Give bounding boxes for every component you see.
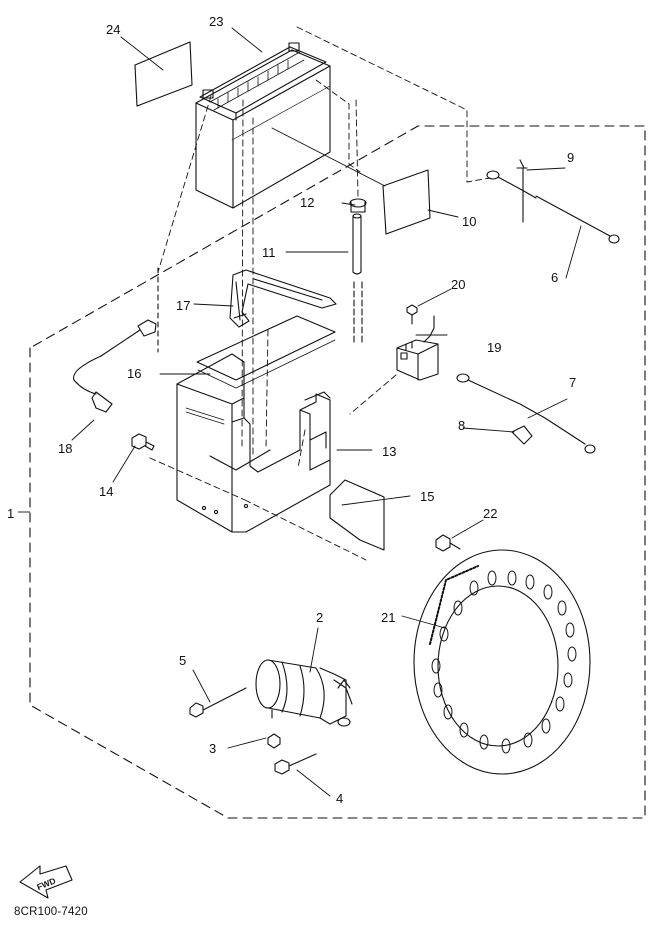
- battery-pad: [382, 169, 431, 235]
- callout-7: 7: [569, 375, 576, 390]
- rotor-gear: [413, 549, 591, 775]
- callout-13: 13: [382, 444, 396, 459]
- nut-3: [267, 733, 281, 749]
- battery-box: [176, 353, 331, 533]
- callout-12: 12: [300, 195, 314, 210]
- bolt-4: [274, 753, 317, 775]
- callout-5: 5: [179, 653, 186, 668]
- callout-19: 19: [487, 340, 501, 355]
- callout-22: 22: [483, 506, 497, 521]
- callout-14: 14: [99, 484, 113, 499]
- callout-8: 8: [458, 418, 465, 433]
- breather-hose: [349, 198, 367, 346]
- callout-2: 2: [316, 610, 323, 625]
- fwd-arrow-icon: [19, 865, 73, 899]
- battery: [195, 42, 331, 209]
- callout-11: 11: [262, 245, 276, 260]
- callout-18: 18: [58, 441, 72, 456]
- wire-lead: [73, 319, 157, 413]
- bolt-14: [131, 433, 155, 451]
- battery-band: [229, 269, 337, 328]
- starter-relay: [396, 304, 439, 381]
- callout-3: 3: [209, 741, 216, 756]
- callout-1: 1: [7, 506, 14, 521]
- callout-9: 9: [567, 150, 574, 165]
- callout-20: 20: [451, 277, 465, 292]
- callout-15: 15: [420, 489, 434, 504]
- callout-16: 16: [127, 366, 141, 381]
- kit-boundary: [29, 125, 646, 819]
- label-sheet: [134, 41, 193, 107]
- bolt-22: [435, 534, 461, 552]
- bolt-5: [189, 687, 247, 718]
- battery-cable: [486, 159, 620, 244]
- starter-motor: [255, 659, 353, 727]
- rotor-holes: [431, 570, 577, 754]
- callout-10: 10: [462, 214, 476, 229]
- callout-21: 21: [381, 610, 395, 625]
- rubber-sheet: [196, 315, 336, 381]
- callout-24: 24: [106, 22, 120, 37]
- callout-17: 17: [176, 298, 190, 313]
- starter-cable: [456, 373, 596, 454]
- drawing-code: 8CR100-7420: [14, 906, 88, 918]
- callout-6: 6: [551, 270, 558, 285]
- relay-cover: [329, 479, 385, 551]
- callout-4: 4: [336, 791, 343, 806]
- callout-23: 23: [209, 14, 223, 29]
